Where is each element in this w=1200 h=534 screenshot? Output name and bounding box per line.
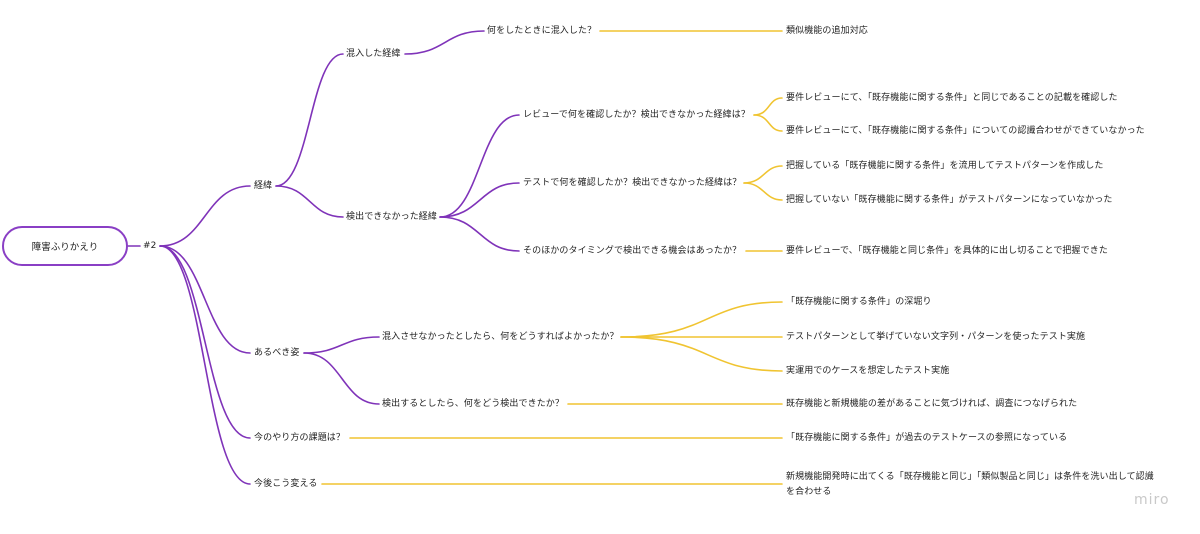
node-konnyu[interactable]: 混入した経緯 [346, 49, 401, 59]
connector-unyo [620, 336, 783, 372]
miro-logo: miro [1134, 492, 1170, 508]
leaf-testpattern[interactable]: テストパターンとして挙げていない文字列・パターンを使ったテスト実施 [786, 332, 1086, 342]
leaf-kako[interactable]: 「既存機能に関する条件」が過去のテストケースの参照になっている [786, 433, 1068, 443]
node-arubeki[interactable]: あるべき姿 [254, 348, 300, 358]
connector-sonota [439, 216, 520, 252]
node-konnyu-sasenai[interactable]: 混入させなかったとしたら、何をどうすればよかったか？ [382, 332, 619, 342]
leaf-review1[interactable]: 要件レビューにて、「既存機能に関する条件」と同じであることの記載を確認した [786, 93, 1118, 103]
connector-fukabori [620, 301, 783, 338]
node-nani-shita[interactable]: 何をしたときに混入した？ [487, 26, 597, 36]
connector-nani [404, 30, 485, 55]
connector-konnyu-sasenai [303, 336, 380, 354]
node-kadai[interactable]: 今のやり方の課題は？ [254, 433, 346, 443]
node-sonota[interactable]: そのほかのタイミングで検出できる機会はあったか？ [523, 246, 742, 256]
connector-kongo [159, 245, 251, 485]
leaf-fukabori[interactable]: 「既存機能に関する条件」の深堀り [786, 297, 932, 307]
connector-arubeki [159, 245, 251, 354]
connector-kenshutsu-suru [303, 352, 380, 405]
leaf-kongo1[interactable]: 新規機能開発時に出てくる「既存機能と同じ」「類似製品と同じ」は条件を洗い出して認… [786, 472, 1154, 497]
connector-review1 [753, 97, 783, 116]
connector-keii [159, 185, 251, 247]
connector-test2 [743, 182, 783, 201]
connector-review [439, 114, 520, 218]
leaf-sonota1[interactable]: 要件レビューで、「既存機能と同じ条件」を具体的に出し切ることで把握できた [786, 246, 1108, 256]
leaf-test2[interactable]: 把握していない「既存機能に関する条件」がテストパターンになっていなかった [786, 195, 1113, 205]
node-keii[interactable]: 経緯 [254, 181, 273, 191]
root-node[interactable]: 障害ふりかえり [2, 226, 128, 266]
node-kenshutsu[interactable]: 検出できなかった経緯 [346, 212, 438, 222]
leaf-review2[interactable]: 要件レビューにて、「既存機能に関する条件」についての認識合わせができていなかった [786, 126, 1145, 136]
connector-review2 [753, 114, 783, 132]
leaf-test1[interactable]: 把握している「既存機能に関する条件」を流用してテストパターンを作成した [786, 161, 1104, 171]
node-kongo[interactable]: 今後こう変える [254, 479, 318, 489]
node-test[interactable]: テストで何を確認したか？検出できなかった経緯は？ [523, 178, 742, 188]
connector-test [439, 182, 520, 218]
connector-konnyu [275, 53, 344, 187]
root-tag[interactable]: #2 [143, 241, 157, 251]
node-review[interactable]: レビューで何を確認したか？検出できなかった経緯は？ [523, 110, 750, 120]
leaf-unyo[interactable]: 実運用でのケースを想定したテスト実施 [786, 366, 950, 376]
connector-kadai [159, 245, 251, 439]
connector-test1 [743, 165, 783, 184]
node-kenshutsu-suru[interactable]: 検出するとしたら、何をどう検出できたか？ [382, 399, 565, 409]
connector-kenshutsu [275, 185, 344, 218]
leaf-sa[interactable]: 既存機能と新規機能の差があることに気づければ、調査につなげられた [786, 399, 1078, 409]
root-label: 障害ふりかえり [31, 242, 99, 253]
leaf-ruiji[interactable]: 類似機能の追加対応 [786, 26, 868, 36]
